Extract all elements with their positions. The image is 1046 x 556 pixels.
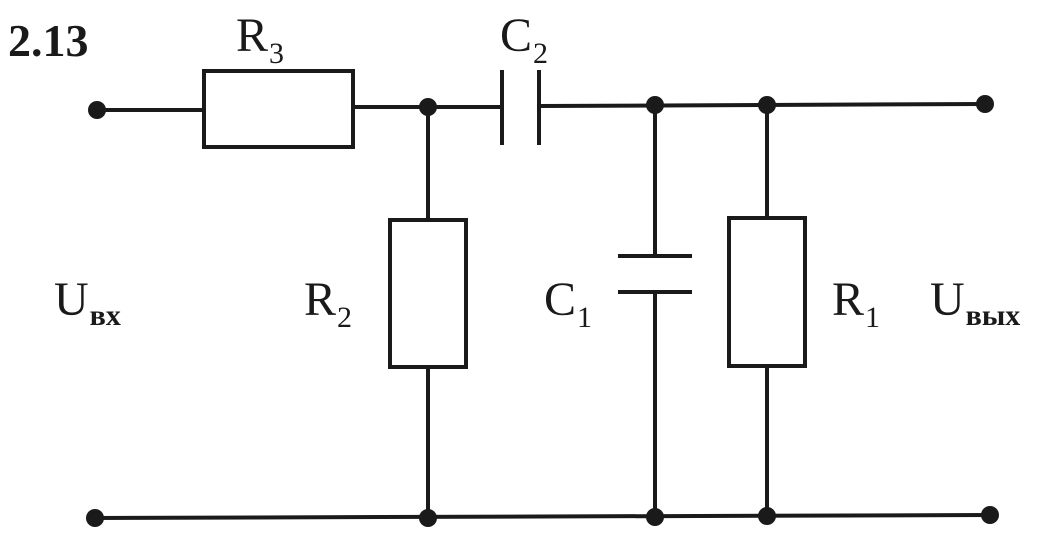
label-input-voltage-letter: U [54,273,89,326]
terminal-input-top [88,101,106,119]
label-input-voltage: Uвх [54,273,121,331]
resistor-r1 [727,216,807,368]
label-r3: R3 [236,9,284,69]
problem-number: 2.13 [8,15,89,66]
label-r1-letter: R [832,273,865,326]
node-top-r2 [419,98,437,116]
label-r1: R1 [832,273,880,333]
terminal-output-bottom [981,506,999,524]
label-input-voltage-subscript: вх [89,299,121,332]
label-c2-letter: C [500,9,533,62]
label-output-voltage: Uвых [930,273,1020,331]
terminal-output-top [976,95,994,113]
label-c1: C1 [544,273,592,333]
label-c1-index: 1 [577,301,593,334]
label-output-voltage-subscript: вых [965,299,1021,332]
label-c2-index: 2 [533,37,549,70]
label-c2: C2 [500,9,548,69]
label-r2: R2 [304,273,352,333]
node-bottom-c1 [646,508,664,526]
resistor-r3 [202,69,355,149]
label-c1-letter: C [544,273,577,326]
label-r1-index: 1 [865,301,881,334]
node-top-c1 [646,96,664,114]
node-bottom-r2 [419,509,437,527]
node-bottom-r1 [758,507,776,525]
label-r3-index: 3 [269,37,285,70]
wire-bottom-rail [94,513,991,520]
node-top-r1 [758,96,776,114]
resistor-r2 [388,218,468,369]
label-output-voltage-letter: U [930,273,965,326]
terminal-input-bottom [86,509,104,527]
label-r2-index: 2 [337,301,353,334]
label-r3-letter: R [236,9,269,62]
label-r2-letter: R [304,273,337,326]
